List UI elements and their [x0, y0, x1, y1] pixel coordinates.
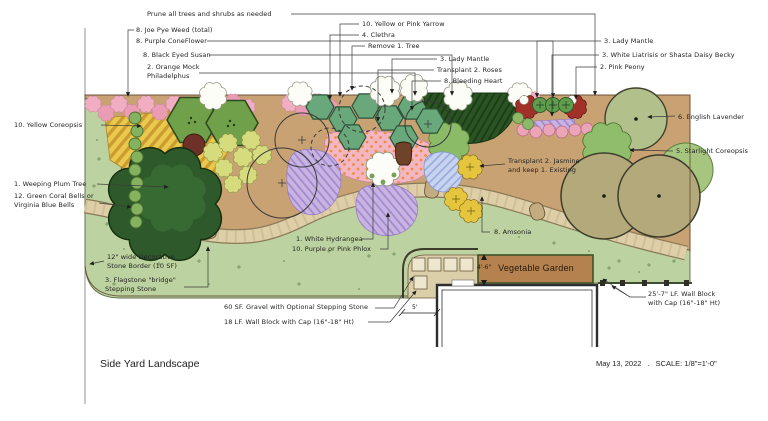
coral-bells-row: [128, 111, 144, 229]
label-starlight-coreopsis: 5. Starlight Coreopsis: [676, 147, 748, 155]
dimension-marks: [398, 254, 487, 317]
hydrangea-leaves: [369, 172, 397, 185]
label-white-hydrangea: 1. White Hydrangea: [296, 235, 363, 243]
label-phlox: 10. Purple or Pink Phlox: [292, 245, 372, 253]
purple-phlox-mass: [355, 183, 419, 236]
label-gravel: 60 SF. Gravel with Optional Stepping Sto…: [224, 303, 369, 311]
label-lady-mantle-right: 3. Lady Mantle: [604, 37, 654, 45]
grass-dots: [96, 139, 640, 290]
label-english-lavender: 6. English Lavender: [678, 113, 745, 121]
sheet-meta: May 13, 2022. SCALE: 1/8"=1'-0": [596, 359, 723, 368]
small-green-plants: [512, 112, 534, 130]
right-bed-trees: [560, 87, 714, 252]
gravel-stepping-squares: [411, 257, 474, 290]
house-stoop: [451, 279, 475, 287]
label-wall-block-25: 25'-7" LF. Wall Block with Cap (16"-18" …: [648, 290, 721, 307]
house-outline: [435, 279, 599, 347]
remove-tree-circle: [338, 85, 386, 133]
urn-planter: [395, 141, 413, 166]
sheet-scale: SCALE: 1/8"=1'-0": [655, 359, 717, 368]
label-stone-border: 12" wide Decorative Stone Border (10 SF): [107, 253, 177, 270]
purple-phlox-mass: [286, 148, 342, 216]
label-liatris: 3. White Liatrisis or Shasta Daisy Becky: [602, 51, 735, 59]
label-lady-mantle-mid: 3. Lady Mantle: [440, 55, 490, 63]
label-flagstone: 3. Flagstone "bridge" Stepping Stone: [105, 276, 176, 293]
transplant-circles: [246, 100, 452, 219]
label-coral-bells: 12. Green Coral Bells or Virginia Blue B…: [14, 192, 94, 209]
label-transplant-jasmine: Transplant 2. Jasmine and keep 1. Existi…: [508, 157, 580, 174]
amsonia-mass: [423, 151, 464, 193]
label-amsonia: 8. Amsonia: [494, 228, 532, 236]
lady-mantle-circles: [532, 97, 574, 113]
leader-lines: [89, 13, 676, 323]
retaining-wall-west: [402, 248, 478, 298]
label-black-eyed-susan: 8. Black Eyed Susan: [143, 51, 211, 59]
grass-speckles: [92, 157, 676, 286]
label-yarrow: 10. Yellow or Pink Yarrow: [362, 20, 445, 28]
middle-bed-plants: [199, 74, 533, 236]
label-weeping-plum: 1. Weeping Plum Tree: [14, 180, 87, 188]
label-pink-peony: 2. Pink Peony: [600, 63, 645, 71]
transplant-circle: [310, 127, 350, 167]
vegetable-garden-label: Vegetable Garden: [498, 263, 574, 273]
label-joe-pye-weed: 8. Joe Pye Weed (total): [136, 26, 213, 34]
label-clethra: 4. Clethra: [362, 31, 395, 39]
label-orange-mock: 2. Orange Mock Philadelphus: [147, 63, 200, 80]
sheet-title: Side Yard Landscape: [100, 358, 200, 370]
jasmine-transplants: [444, 154, 483, 223]
lawn-edge-stone-border: [84, 265, 408, 297]
label-purple-coneflower: 8. Purple ConeFlower: [136, 37, 208, 45]
label-prune: Prune all trees and shrubs as needed: [147, 10, 272, 18]
label-remove-tree: Remove 1. Tree: [368, 42, 420, 50]
vegetable-garden: [477, 254, 594, 284]
label-bleeding-heart: 8. Bleeding Heart: [444, 77, 503, 85]
sheet-date: May 13, 2022: [596, 359, 642, 368]
retaining-wall-south: [598, 280, 692, 286]
label-yellow-coreopsis: 10. Yellow Coreopsis: [14, 121, 83, 129]
dimension-5: 5': [412, 304, 418, 311]
dimension-4-6: 4'-6": [477, 264, 492, 271]
sheet-separator: .: [647, 359, 650, 368]
label-transplant-roses: Transplant 2. Roses: [437, 66, 502, 74]
label-wall-block-18: 18 LF. Wall Block with Cap (16"-18" Ht): [224, 318, 355, 326]
